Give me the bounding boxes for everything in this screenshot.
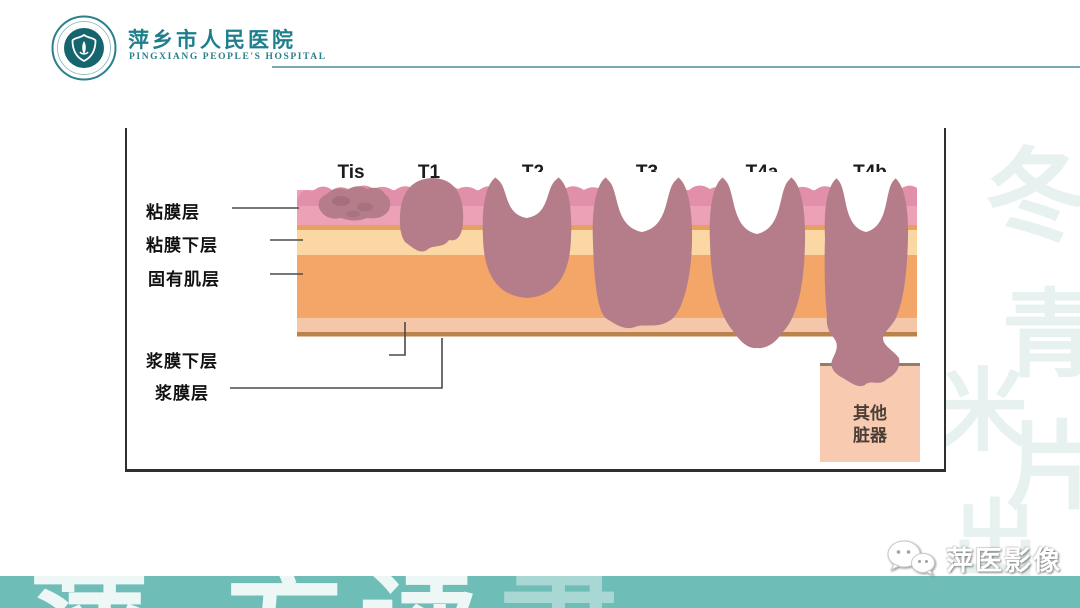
tissue-staging-diagram: Tis T1 T2 T3 T4a T4b 其他 — [230, 162, 920, 462]
header-divider — [272, 66, 1080, 68]
layer-label-serosa: 浆膜层 — [155, 384, 209, 403]
band-glyph: 聿 — [500, 576, 618, 608]
decor-glyph: 冬 — [985, 142, 1080, 255]
diagram-panel: Tis T1 T2 T3 T4a T4b 其他 — [125, 128, 946, 472]
decor-glyph: 米 — [938, 363, 1028, 462]
hospital-logo-icon — [51, 15, 117, 81]
stage-label-tis: Tis — [337, 162, 364, 183]
layer-label-subserosa: 浆膜下层 — [146, 352, 218, 371]
layer-label-submucosa: 粘膜下层 — [146, 236, 218, 255]
watermark-text: 萍医影像 — [946, 545, 1062, 576]
other-organs-label-line2: 脏器 — [853, 425, 888, 445]
decor-glyph: 出 — [952, 493, 1038, 589]
tumor-t4a — [709, 172, 806, 349]
tumor-t4b — [824, 172, 909, 387]
other-organs-label-line1: 其他 — [853, 403, 887, 423]
stage-label-t1: T1 — [418, 162, 441, 183]
label-connectors — [230, 207, 443, 389]
hospital-name-en: PINGXIANG PEOPLE'S HOSPITAL — [129, 52, 327, 62]
tumor-t2 — [482, 172, 572, 298]
decor-glyph: 片 — [1006, 414, 1080, 521]
wechat-chat-bubbles-icon — [887, 540, 935, 577]
band-glyph: 方 — [225, 576, 343, 608]
band-glyph: 读 — [360, 576, 478, 608]
footer-band: 萍 方 读 聿 — [0, 576, 1080, 608]
wechat-watermark: 萍医影像 — [884, 538, 1062, 578]
tumor-t3 — [592, 172, 693, 329]
tumors — [318, 172, 909, 387]
band-glyph: 萍 — [30, 576, 148, 608]
layer-label-muscularis: 固有肌层 — [148, 270, 220, 289]
decor-glyph: 青 — [1002, 282, 1080, 389]
tumor-tis — [318, 186, 391, 221]
tumor-t1 — [399, 178, 464, 252]
hospital-name: 萍乡市人民医院 — [128, 28, 296, 52]
layer-label-mucosa: 粘膜层 — [146, 203, 200, 222]
